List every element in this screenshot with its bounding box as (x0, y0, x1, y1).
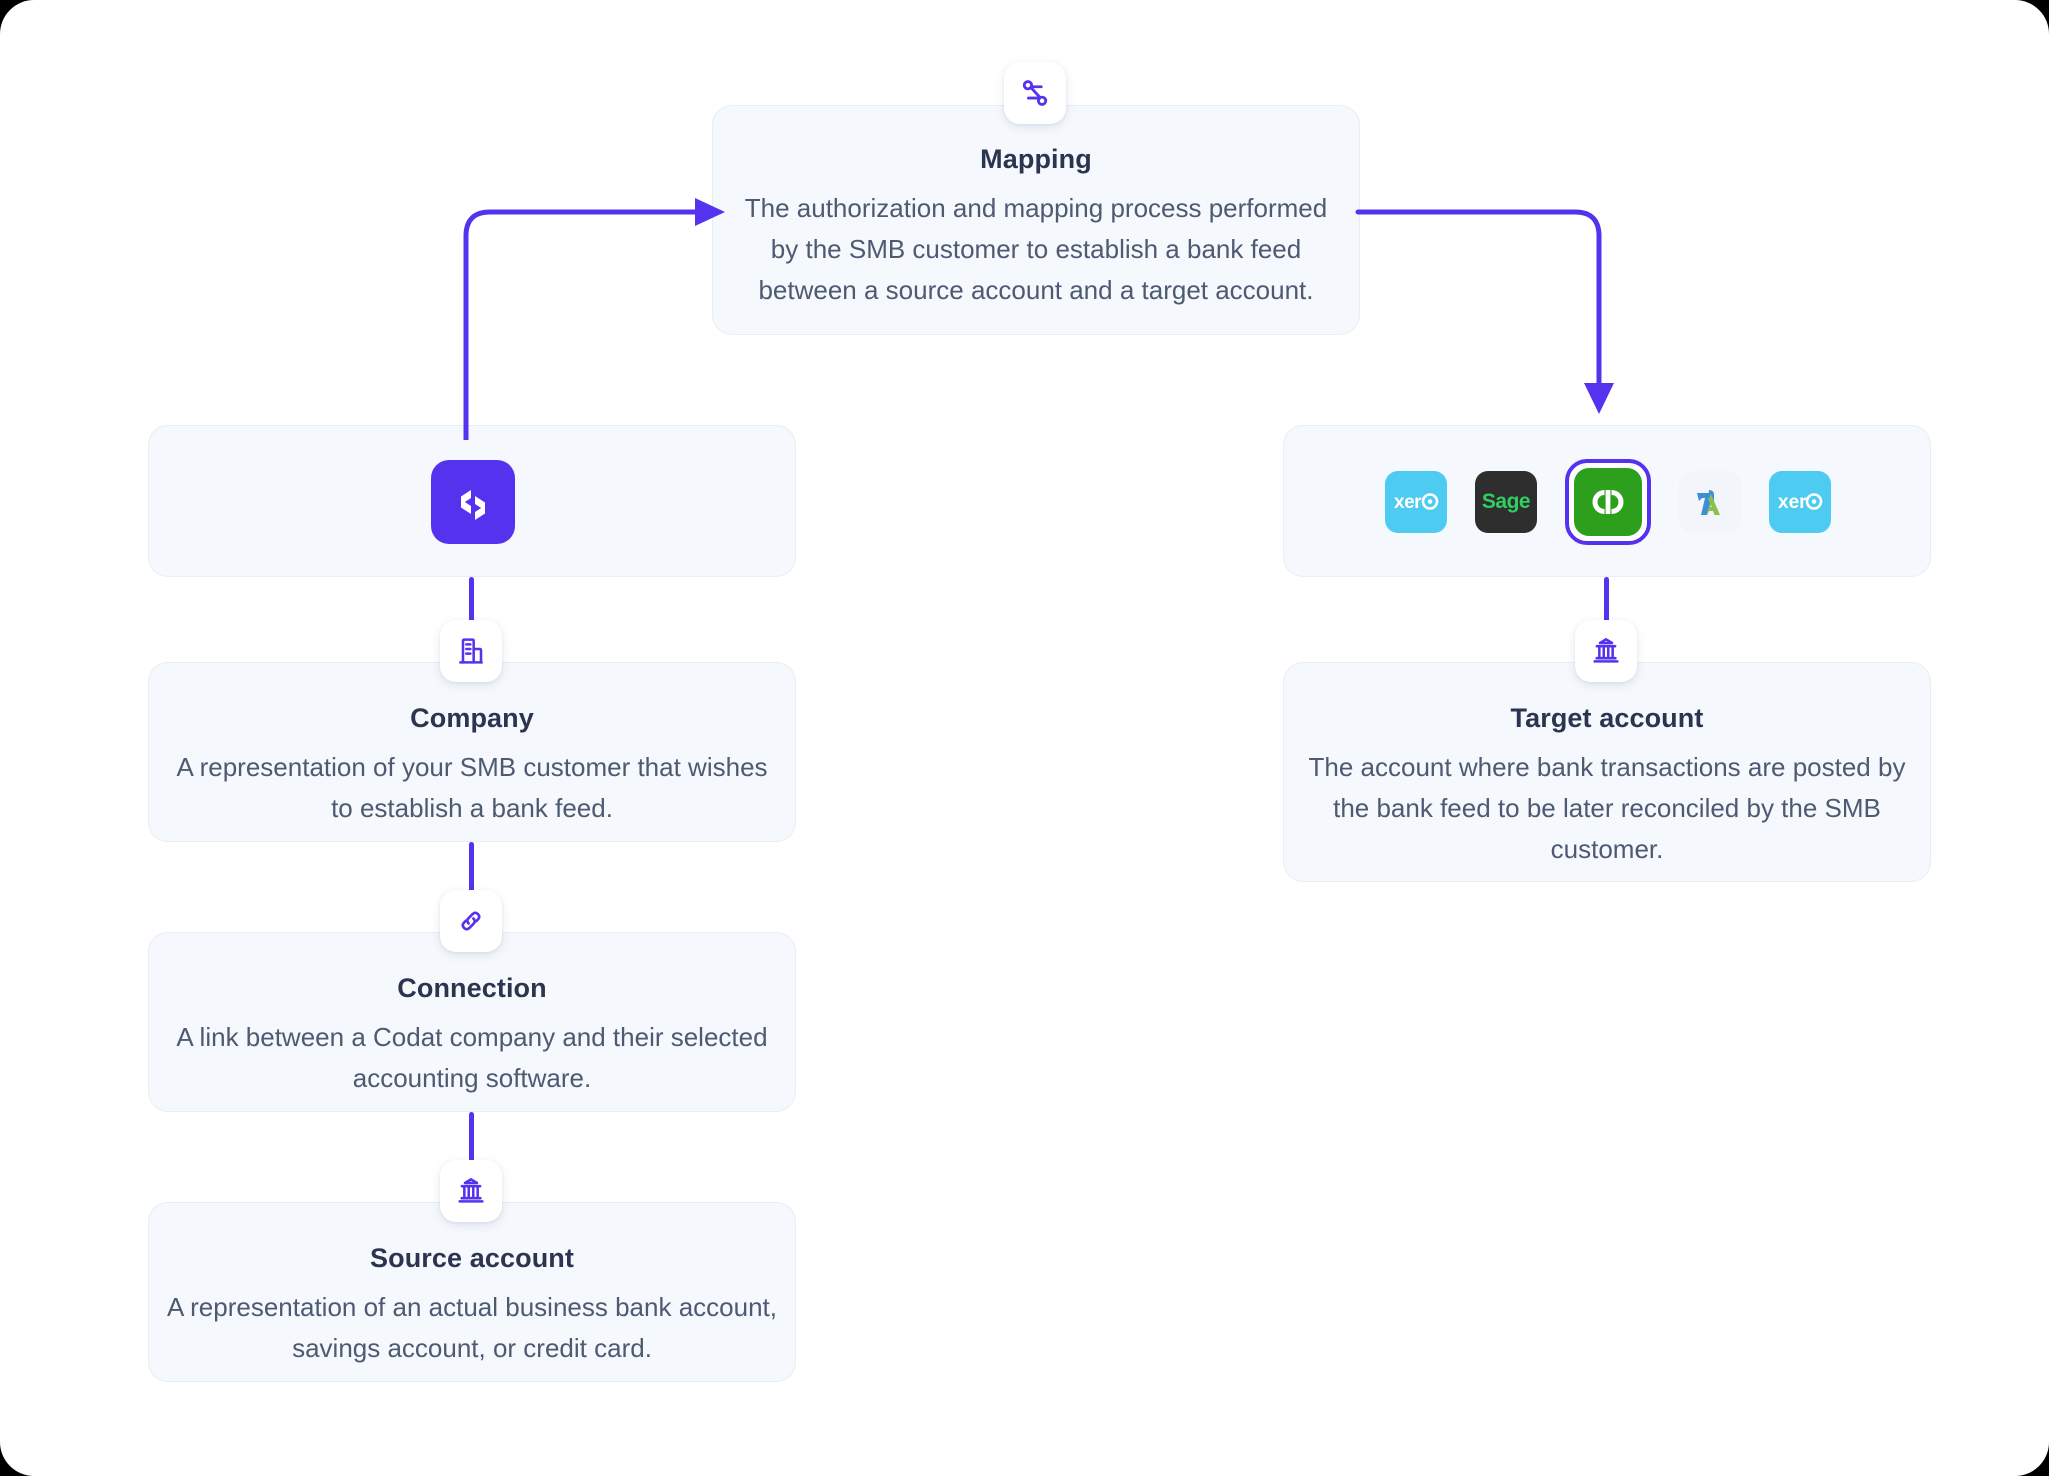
connection-card-title: Connection (397, 973, 547, 1003)
bank-icon (1590, 635, 1622, 667)
connection-card-description: A link between a Codat company and their… (176, 1022, 768, 1093)
source-account-card: Source account A representation of an ac… (148, 1202, 796, 1382)
mapping-card: Mapping The authorization and mapping pr… (712, 105, 1360, 335)
mapping-icon-badge (1004, 62, 1066, 124)
codat-logo-icon (431, 460, 515, 544)
connector-codat-to-mapping (463, 198, 725, 440)
target-account-icon-badge (1575, 620, 1637, 682)
company-card-description: A representation of your SMB customer th… (176, 752, 768, 823)
source-account-card-description: A representation of an actual business b… (167, 1292, 777, 1363)
accounting-platforms-card: xer Sage (1283, 425, 1931, 577)
source-account-card-title: Source account (370, 1243, 574, 1273)
mapping-card-description: The authorization and mapping process pe… (744, 193, 1328, 305)
route-mapping-icon (1018, 76, 1052, 110)
svg-text:xer: xer (1778, 492, 1807, 513)
connector-connection-to-source (469, 1112, 474, 1162)
company-card-title: Company (410, 703, 534, 733)
xero-logo[interactable]: xer (1769, 471, 1831, 533)
target-account-card-title: Target account (1510, 703, 1704, 733)
sage-logo[interactable]: Sage (1475, 471, 1537, 533)
building-icon (455, 635, 487, 667)
target-account-card: Target account The account where bank tr… (1283, 662, 1931, 882)
connector-company-to-connection (469, 842, 474, 892)
bank-icon (455, 1175, 487, 1207)
target-account-card-description: The account where bank transactions are … (1308, 752, 1906, 864)
link-icon (455, 905, 487, 937)
connector-codat-to-company (469, 577, 474, 629)
codat-product-card (148, 425, 796, 577)
connection-card: Connection A link between a Codat compan… (148, 932, 796, 1112)
xero-logo[interactable]: xer (1385, 471, 1447, 533)
platform-logos-row: xer Sage (1284, 426, 1932, 578)
sage-logo-text: Sage (1481, 490, 1531, 513)
mapping-card-title: Mapping (980, 144, 1092, 174)
company-card: Company A representation of your SMB cus… (148, 662, 796, 842)
quickbooks-logo (1574, 468, 1642, 536)
connector-platforms-to-target (1604, 577, 1609, 629)
connector-mapping-to-platforms (1355, 209, 1614, 414)
freeagent-logo[interactable] (1679, 471, 1741, 533)
connection-icon-badge (440, 890, 502, 952)
source-account-icon-badge (440, 1160, 502, 1222)
svg-text:xer: xer (1394, 492, 1422, 513)
company-icon-badge (440, 620, 502, 682)
quickbooks-logo-selected[interactable] (1565, 459, 1651, 545)
